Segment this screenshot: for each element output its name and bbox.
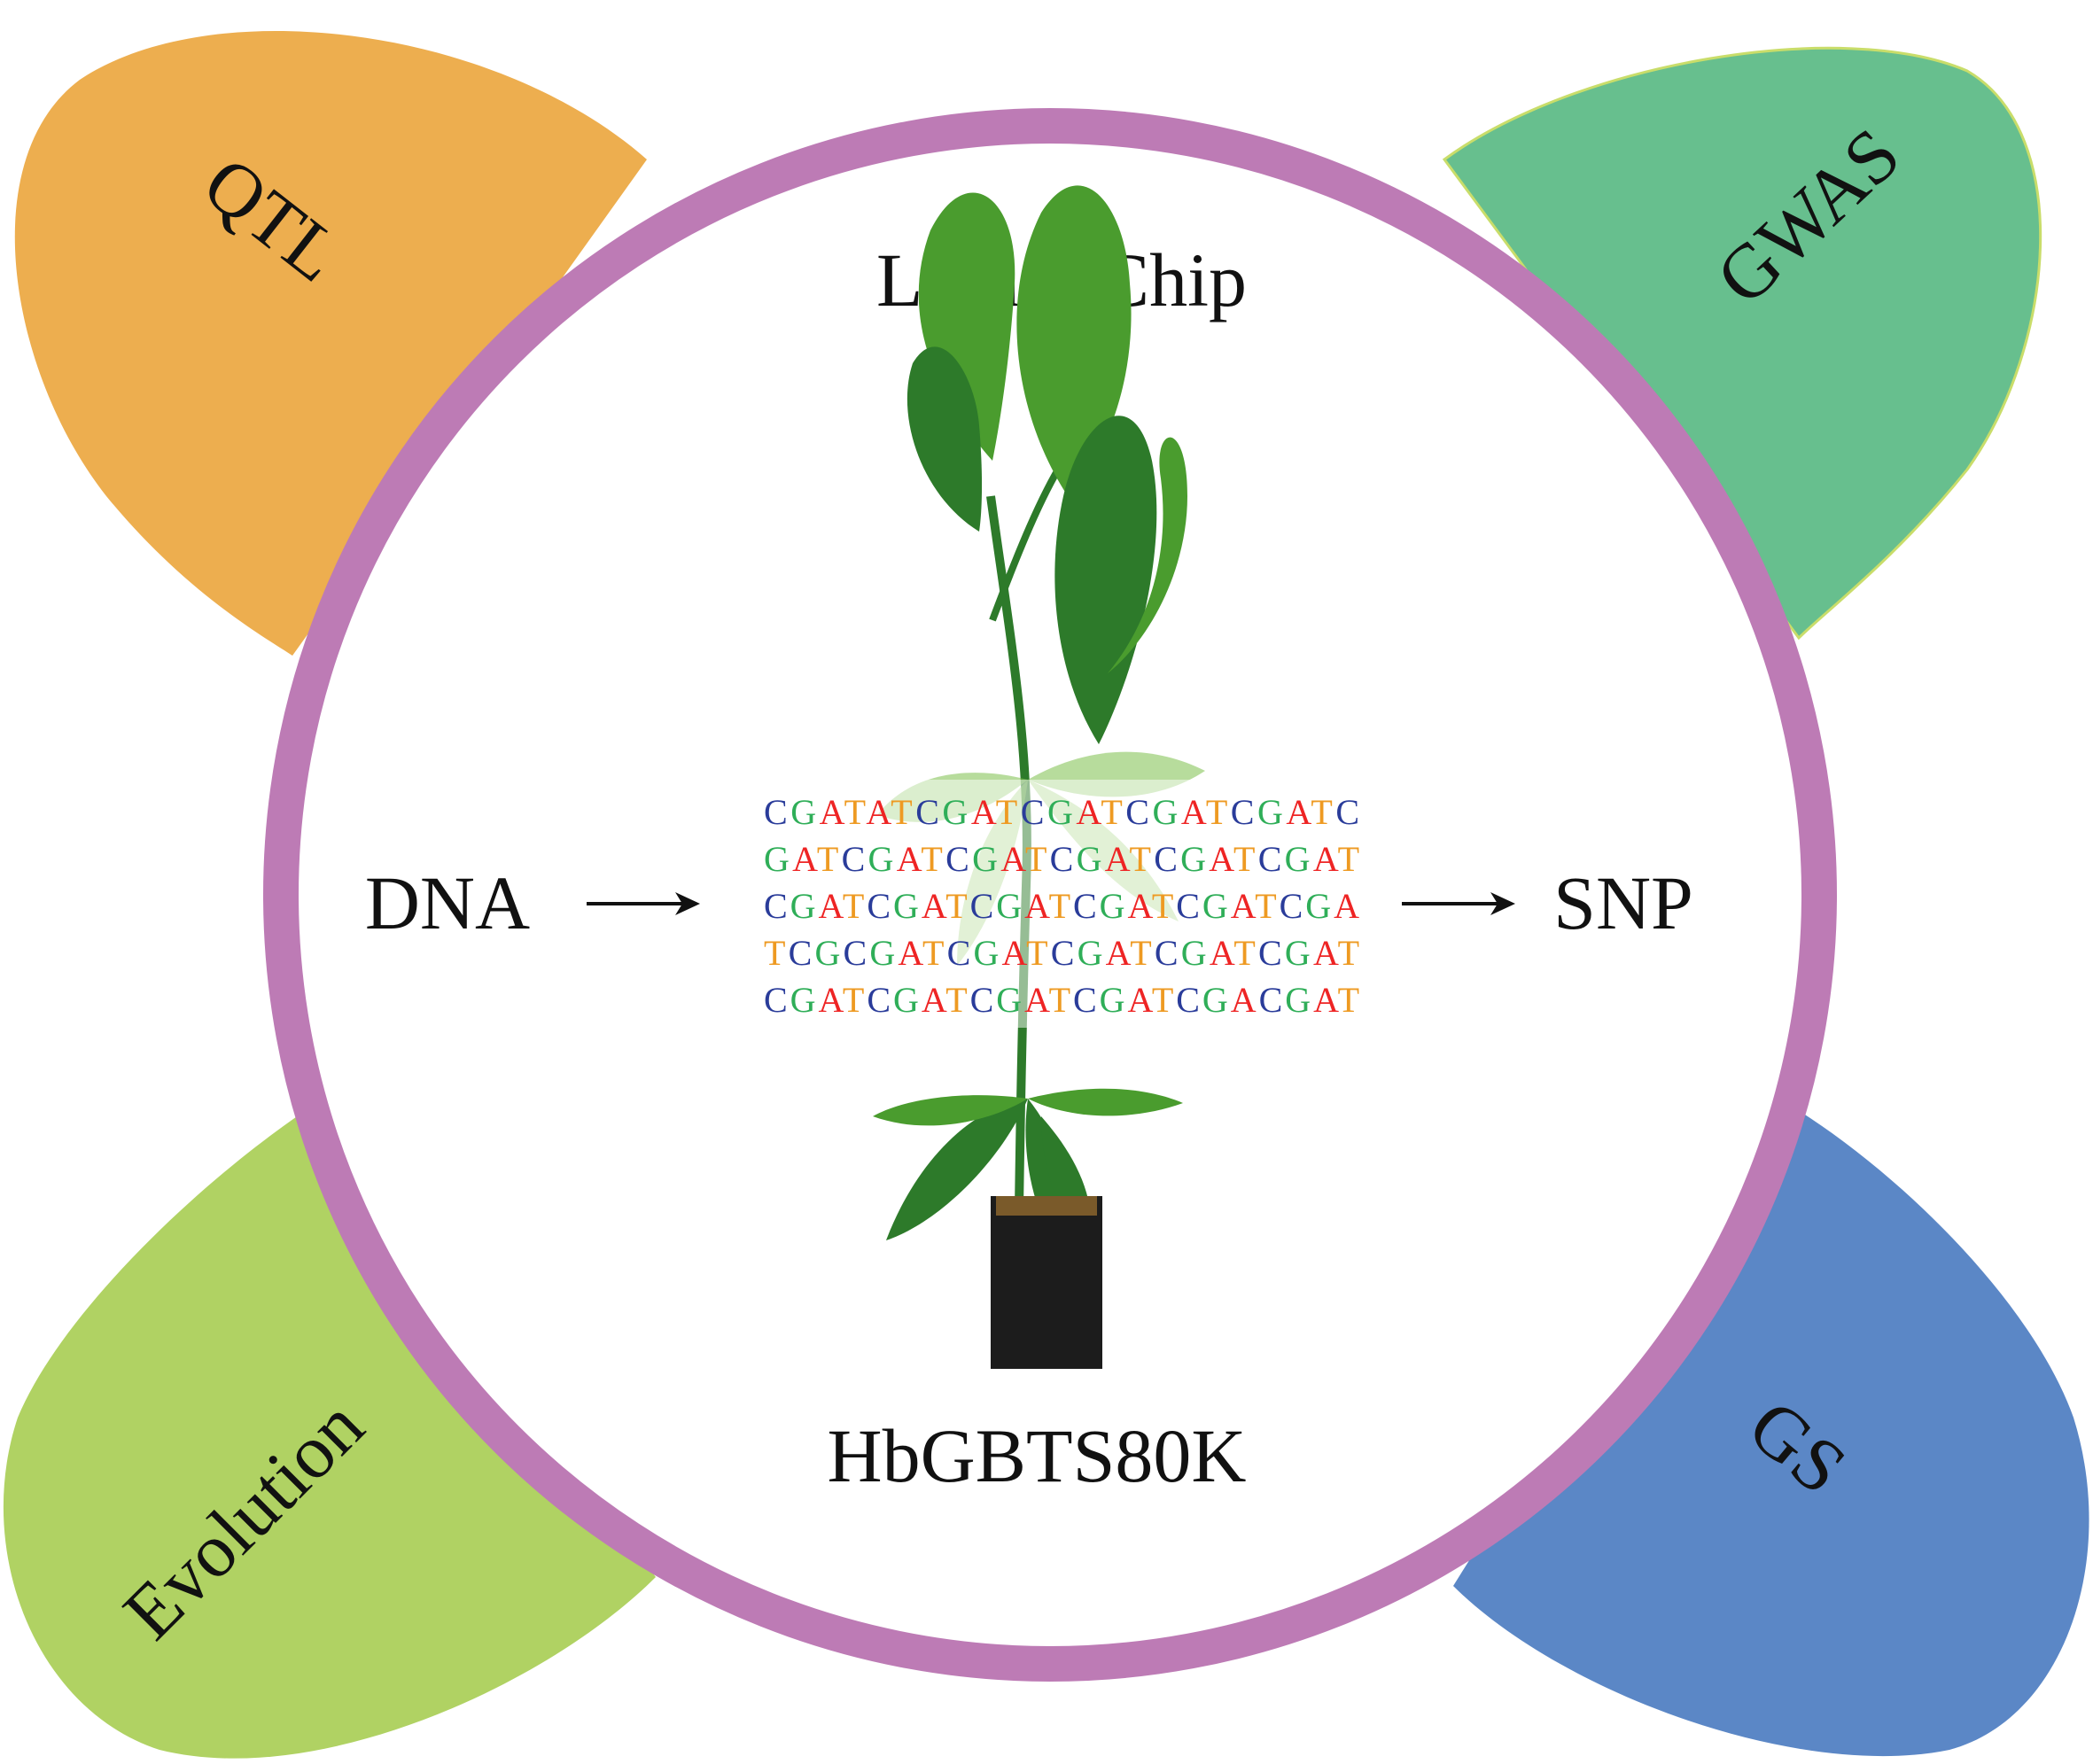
petal-qtl: QTL: [14, 30, 647, 656]
petal-evolution-shape: [3, 1107, 656, 1759]
plant-soil: [996, 1196, 1097, 1216]
center-subtitle: HbGBTS80K: [827, 1413, 1246, 1498]
plant-leaf-top-left: [918, 192, 1015, 461]
rubber-seedling-illustration: [873, 185, 1205, 1369]
plant-pot: [991, 1196, 1102, 1369]
dna-label: DNA: [365, 860, 530, 945]
plant-leaf-top-left-2: [906, 346, 983, 532]
dna-sequence-block: CGATATCGATCGATCGATCGATC GATCGATCGATCGATCG…: [762, 780, 1365, 1028]
petal-qtl-shape: [14, 30, 647, 656]
plant-leaf-bottom-left: [886, 1099, 1028, 1240]
petal-gwas: GWAS: [1442, 46, 2042, 641]
sequence-line: CGATATCGATCGATCGATCGATC: [764, 792, 1359, 832]
snp-label: SNP: [1553, 860, 1693, 945]
petal-gs-shape: [1453, 1090, 2089, 1757]
petal-gwas-shape: [1442, 46, 2042, 641]
right-arrow-icon: [1402, 892, 1515, 915]
petal-gs: GS: [1453, 1090, 2089, 1757]
plant-leaf-bottom-right: [1028, 1088, 1183, 1116]
sequence-backdrop: [762, 780, 1365, 1028]
plant-leaf-top-right-3: [1108, 437, 1187, 673]
sequence-line: TCGCGATCGATCGATCGATCGAT: [764, 933, 1359, 973]
plant-leaf-bottom-left-2: [873, 1095, 1028, 1126]
sequence-line: GATCGATCGATCGATCGATCGAT: [764, 839, 1359, 879]
plant-leaf-top-right-2: [1054, 416, 1157, 744]
plant-leaf-top-right: [1016, 185, 1132, 496]
right-arrow-icon: [587, 892, 700, 915]
sequence-line: CGATCGATCGATCGATCGACGAT: [764, 980, 1359, 1020]
petal-evolution: Evolution: [3, 1107, 656, 1759]
sequence-line: CGATCGATCGATCGATCGATCGA: [764, 886, 1359, 926]
